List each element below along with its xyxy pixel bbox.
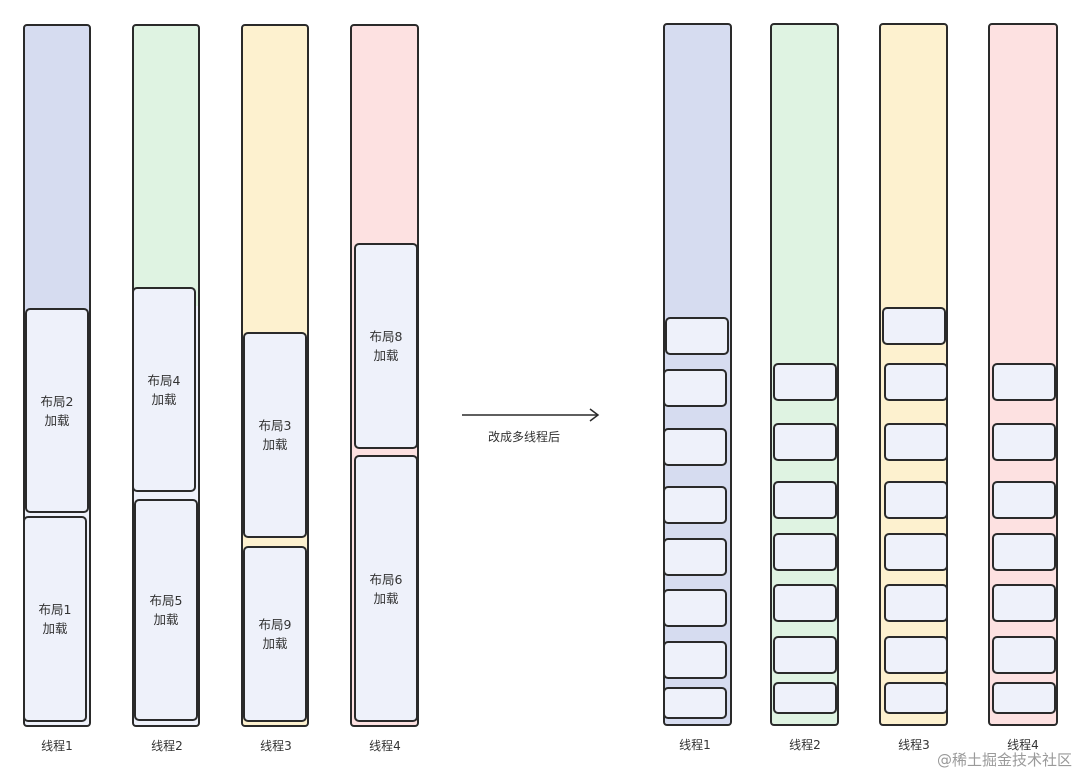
after-thread-2-task	[773, 533, 837, 571]
after-thread-3-task	[882, 307, 946, 345]
before-thread-1-task-2: 布局1 加载	[23, 516, 87, 722]
task-label: 布局3 加载	[258, 418, 292, 452]
before-thread-3-task-2: 布局9 加载	[243, 546, 307, 722]
before-thread-4-label: 线程4	[369, 739, 401, 753]
after-thread-4-task	[992, 636, 1056, 674]
before-thread-3-label: 线程3	[260, 739, 292, 753]
after-thread-3-task	[884, 636, 948, 674]
after-thread-3-task	[884, 584, 948, 622]
after-thread-2-task	[773, 682, 837, 714]
task-label: 布局5 加载	[149, 593, 183, 627]
before-thread-2-task-1: 布局4 加载	[132, 287, 196, 492]
before-thread-1-task-1: 布局2 加载	[25, 308, 89, 513]
after-thread-4-task	[992, 533, 1056, 571]
task-label: 布局8 加载	[369, 329, 403, 363]
task-label: 布局1 加载	[38, 602, 72, 636]
after-thread-3-task	[884, 363, 948, 401]
before-thread-3-task-1: 布局3 加载	[243, 332, 307, 538]
after-thread-4-task	[992, 481, 1056, 519]
after-thread-2-task	[773, 423, 837, 461]
transition-caption: 改成多线程后	[488, 430, 561, 444]
before-thread-4-task-2: 布局6 加载	[354, 455, 418, 722]
after-thread-4-task	[992, 682, 1056, 714]
after-thread-2-task	[773, 584, 837, 622]
after-thread-1-task	[663, 641, 727, 679]
after-thread-4-task	[992, 584, 1056, 622]
after-thread-4-label: 线程4	[1007, 738, 1039, 752]
after-thread-1-task	[663, 428, 727, 466]
watermark: @稀土掘金技术社区	[936, 751, 1072, 769]
after-thread-1-task	[663, 589, 727, 627]
before-thread-1-label: 线程1	[41, 739, 73, 753]
after-thread-1-task	[663, 687, 727, 719]
before-thread-2-label: 线程2	[151, 739, 183, 753]
after-thread-2-task	[773, 363, 837, 401]
after-thread-4-task	[992, 363, 1056, 401]
after-thread-3-task	[884, 423, 948, 461]
before-thread-4-task-1: 布局8 加载	[354, 243, 418, 449]
after-thread-2-label: 线程2	[789, 738, 821, 752]
after-thread-1-task	[665, 317, 729, 355]
after-thread-3-task	[884, 533, 948, 571]
task-label: 布局4 加载	[147, 372, 181, 407]
after-thread-1-task	[663, 538, 727, 576]
after-thread-4-task	[992, 423, 1056, 461]
after-thread-1-task	[663, 369, 727, 407]
after-thread-3-label: 线程3	[898, 738, 930, 752]
after-thread-1-task	[663, 486, 727, 524]
task-label: 布局2 加载	[40, 393, 74, 428]
arrow-right-icon	[462, 408, 600, 422]
after-thread-2-task	[773, 636, 837, 674]
after-thread-3-task	[884, 481, 948, 519]
after-thread-1-label: 线程1	[679, 738, 711, 752]
task-label: 布局6 加载	[369, 571, 403, 606]
task-label: 布局9 加载	[258, 617, 292, 651]
after-thread-2-task	[773, 481, 837, 519]
before-thread-2-task-2: 布局5 加载	[134, 499, 198, 721]
after-thread-3-task	[884, 682, 948, 714]
